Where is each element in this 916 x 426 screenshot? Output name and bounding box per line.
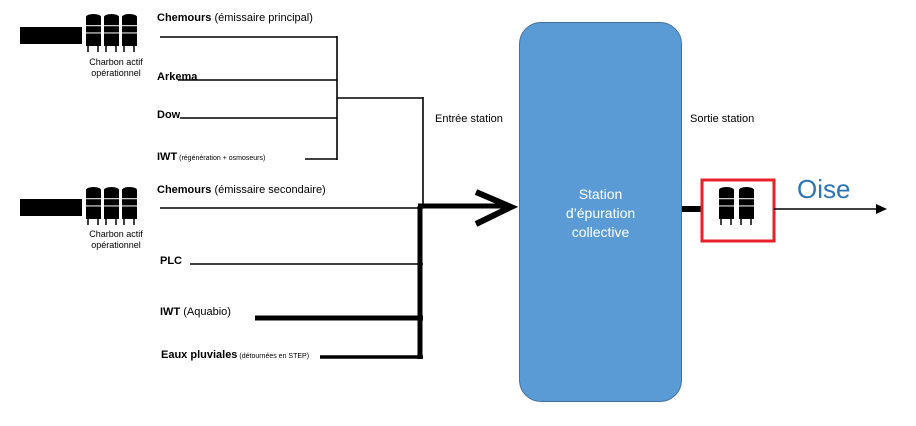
filter-caption-line: Charbon actif [89, 57, 143, 67]
source-name: Arkema [157, 71, 198, 83]
outlet-highlight-box [700, 178, 776, 243]
river-label: Oise [797, 174, 851, 204]
filter-caption-line: Charbon actif [89, 229, 143, 239]
source-name: Chemours [157, 184, 212, 196]
carbon-filter-icon-1 [86, 14, 137, 52]
outlet-filter-icon [719, 187, 754, 225]
source-label-eaux-pluviales: Eaux pluviales (détournées en STEP) [161, 349, 309, 363]
source-label-arkema: Arkema [157, 71, 197, 84]
carbon-filter-icon-2 [86, 187, 137, 225]
source-detail: (Aquabio) [180, 306, 231, 318]
outlet-label: Sortie station [690, 113, 755, 125]
station-line-2: d’épuration [565, 205, 636, 221]
filter-caption-line: opérationnel [91, 240, 141, 250]
treatment-station-box: Station d’épuration collective [519, 22, 682, 402]
source-label-iwt-aquabio: IWT (Aquabio) [160, 306, 231, 319]
inlet-label: Entrée station [435, 113, 503, 125]
station-label: Station d’épuration collective [520, 185, 681, 242]
upper-collector-lines [160, 36, 424, 208]
source-label-plc: PLC [160, 255, 182, 268]
filter-caption-2: Charbon actif opérationnel [76, 229, 156, 251]
source-label-iwt-regeneration: IWT (régénération + osmoseurs) [157, 151, 265, 165]
inlet-arrow-icon [474, 189, 519, 227]
filter-caption-line: opérationnel [91, 68, 141, 78]
source-name: PLC [160, 255, 182, 267]
source-detail: (émissaire principal) [211, 12, 313, 24]
source-label-dow: Dow [157, 109, 180, 122]
source-detail: (régénération + osmoseurs) [177, 155, 266, 162]
source-name: Chemours [157, 12, 212, 24]
source-detail: (détournées en STEP) [237, 353, 310, 360]
source-name: Dow [157, 109, 181, 121]
outlet-arrow-icon [876, 204, 887, 214]
filter-caption-1: Charbon actif opérationnel [76, 57, 156, 79]
source-name: IWT [160, 306, 181, 318]
discharge-bar-1 [20, 27, 82, 44]
station-line-3: collective [571, 224, 630, 240]
station-line-1: Station [578, 186, 623, 202]
source-name: Eaux pluviales [161, 349, 238, 361]
source-label-chemours-main: Chemours (émissaire principal) [157, 12, 313, 25]
source-name: IWT [157, 151, 178, 163]
source-label-chemours-secondary: Chemours (émissaire secondaire) [157, 184, 326, 197]
discharge-bar-2 [20, 199, 82, 216]
lower-collector-lines [160, 203, 505, 359]
source-detail: (émissaire secondaire) [211, 184, 326, 196]
